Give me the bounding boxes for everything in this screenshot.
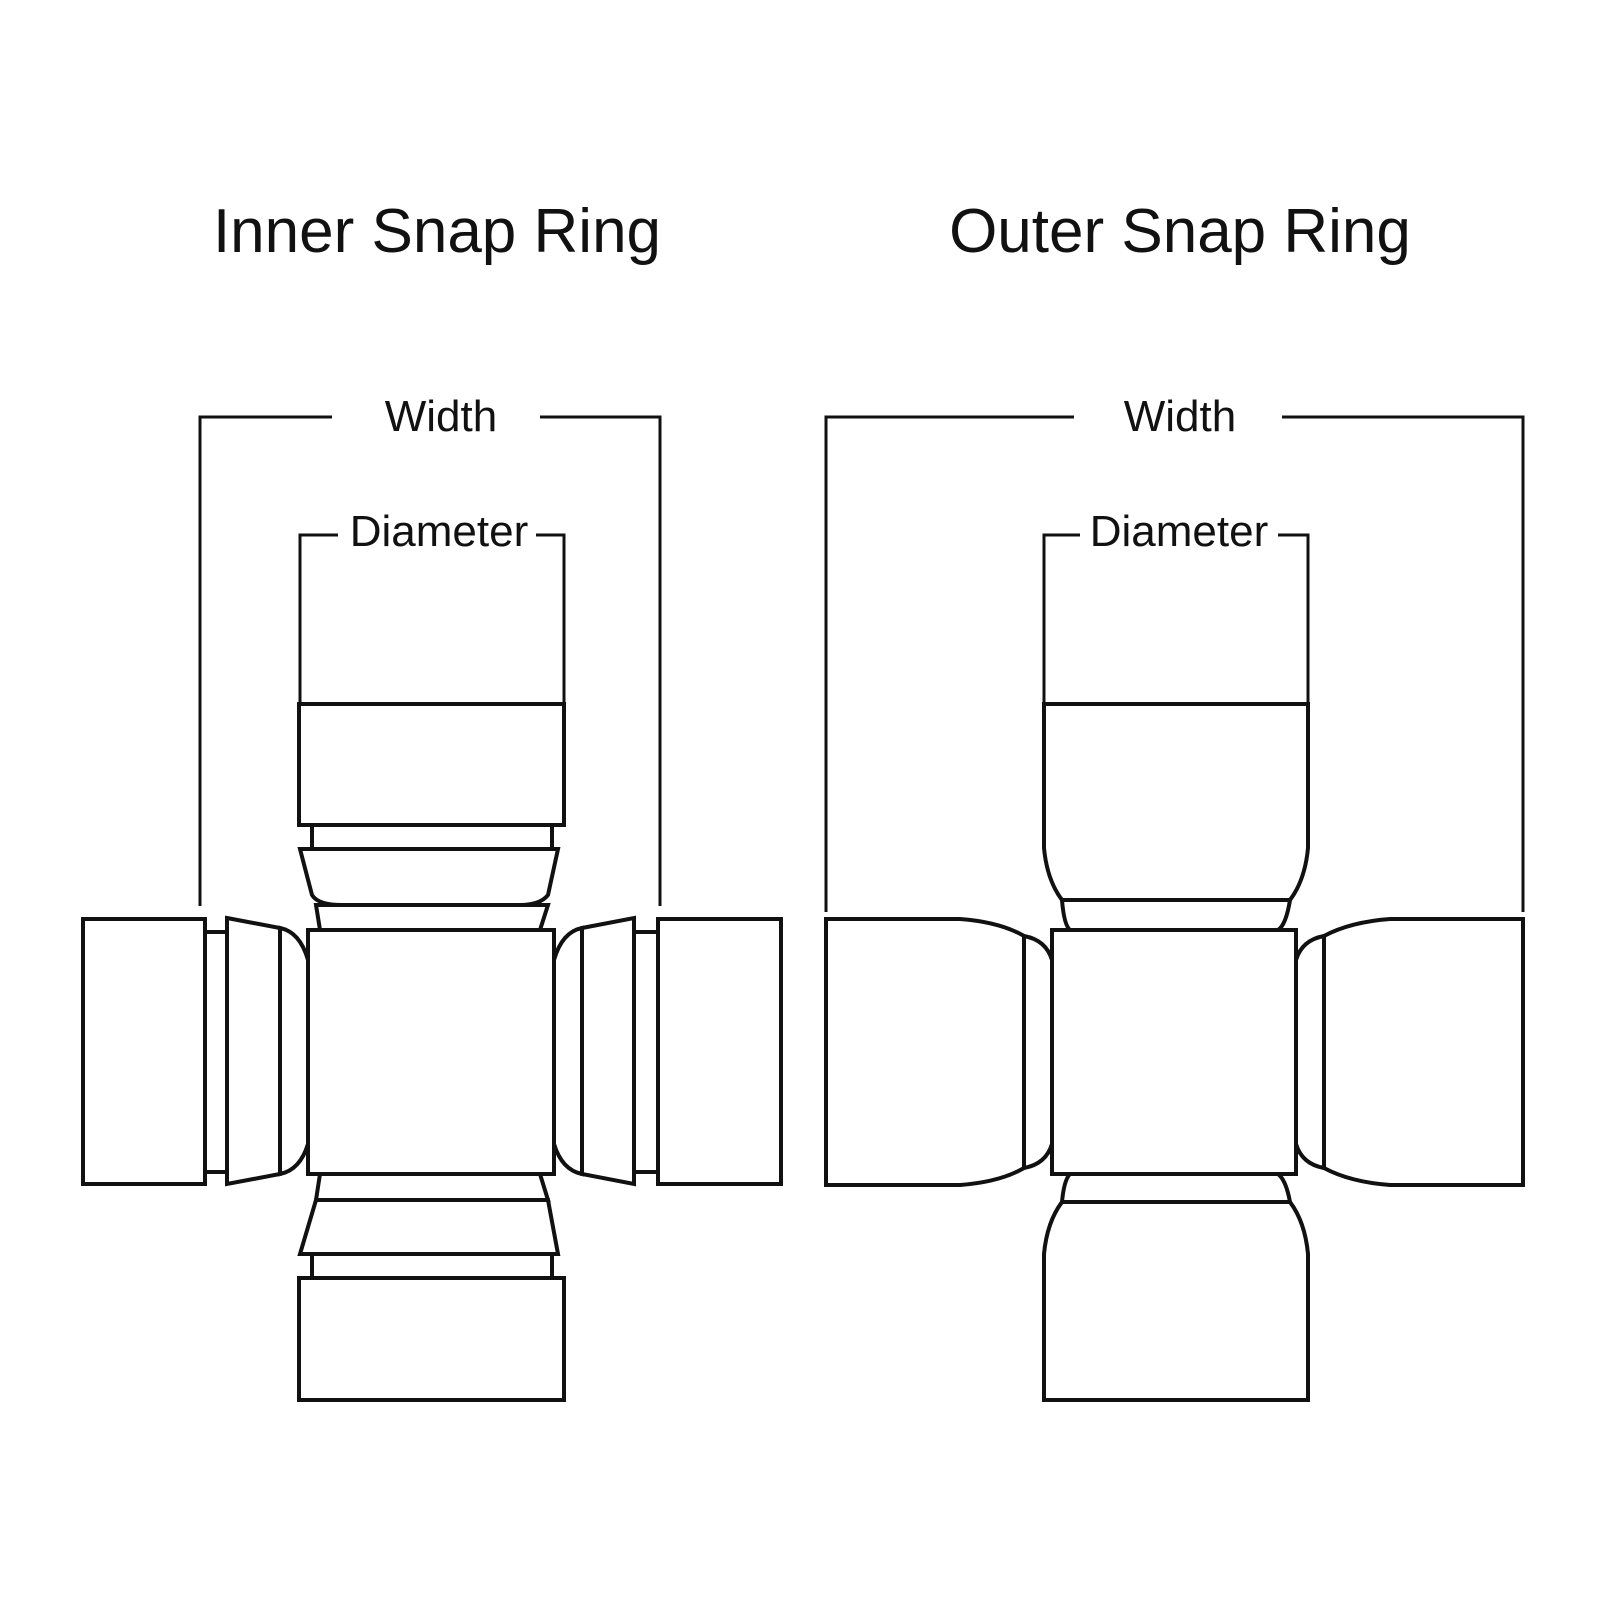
inner-cross-body	[306, 928, 556, 1176]
inner-snap-ring-title: Inner Snap Ring	[213, 197, 661, 266]
inner-diameter-bracket-left	[298, 533, 338, 702]
inner-bottom-snap-ring	[297, 1198, 561, 1256]
outer-u-joint	[824, 702, 1525, 1402]
inner-diameter-bracket-right	[536, 533, 566, 702]
outer-left-seal	[1022, 933, 1054, 1171]
outer-top-seal	[1059, 898, 1293, 932]
outer-width-label: Width	[1124, 392, 1236, 441]
inner-right-bearing-cap	[656, 917, 783, 1186]
inner-snap-ring-diagram: Inner Snap Ring Width Diameter	[81, 197, 783, 1402]
inner-diameter-label: Diameter	[350, 507, 529, 556]
outer-snap-ring-diagram: Outer Snap Ring Width Diameter	[824, 197, 1525, 1402]
outer-top-bearing-cap	[1042, 702, 1310, 902]
inner-top-snap-ring	[297, 847, 561, 907]
outer-right-bearing-cap	[1322, 917, 1525, 1187]
inner-left-snap-ring	[225, 915, 282, 1187]
inner-top-trunnion	[310, 823, 554, 851]
outer-width-dimension: Width	[824, 392, 1525, 912]
outer-bottom-seal	[1059, 1172, 1293, 1204]
inner-top-bearing-cap	[297, 702, 566, 827]
inner-width-bracket-right	[540, 415, 662, 906]
inner-bottom-trunnion	[310, 1252, 554, 1280]
outer-snap-ring-title: Outer Snap Ring	[949, 197, 1411, 266]
inner-left-trunnion	[203, 930, 229, 1174]
inner-width-label: Width	[385, 392, 497, 441]
outer-diameter-dimension: Diameter	[1042, 507, 1310, 702]
inner-width-dimension: Width	[198, 392, 662, 906]
outer-right-seal	[1294, 933, 1326, 1171]
outer-cross-body	[1050, 928, 1298, 1176]
inner-right-trunnion	[632, 930, 660, 1174]
inner-bottom-bearing-cap	[297, 1276, 566, 1402]
outer-diameter-bracket-left	[1042, 533, 1080, 702]
outer-width-bracket-right	[1282, 415, 1525, 912]
outer-width-bracket-left	[824, 415, 1074, 912]
inner-top-seal	[313, 903, 551, 932]
outer-diameter-bracket-right	[1278, 533, 1310, 702]
outer-bottom-bearing-cap	[1042, 1200, 1310, 1402]
inner-bottom-seal	[313, 1172, 551, 1202]
inner-diameter-dimension: Diameter	[298, 507, 566, 702]
outer-diameter-label: Diameter	[1090, 507, 1269, 556]
inner-right-seal	[552, 925, 584, 1177]
outer-left-bearing-cap	[824, 917, 1026, 1187]
inner-width-bracket-left	[198, 415, 332, 906]
inner-right-snap-ring	[580, 915, 636, 1187]
inner-left-seal	[278, 925, 310, 1177]
inner-u-joint	[81, 702, 783, 1402]
inner-left-bearing-cap	[81, 917, 207, 1186]
